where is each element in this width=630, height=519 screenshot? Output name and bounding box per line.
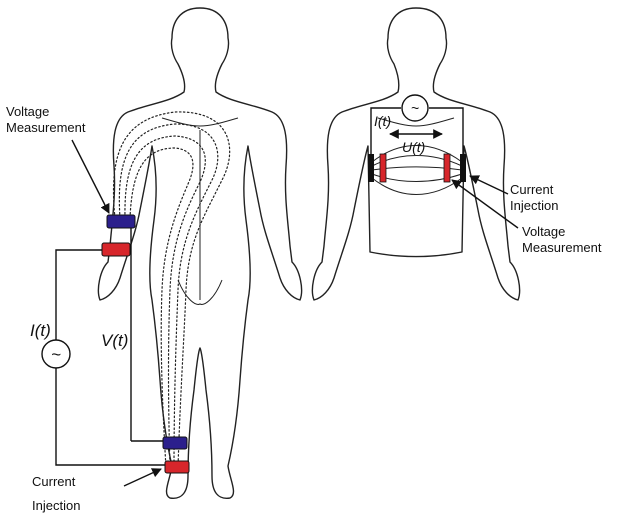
left-current-label-line1: Current — [32, 474, 76, 489]
left-current-label-line2: Injection — [32, 498, 80, 513]
left-thorax-current-electrode — [368, 154, 374, 182]
right-current-symbol: I(t) — [374, 113, 391, 129]
left-source-symbol: ~ — [51, 345, 61, 364]
right-voltage-label-line1: Voltage — [522, 224, 565, 239]
right-voltage-label: Voltage Measurement — [522, 224, 602, 255]
left-thorax-voltage-electrode — [380, 154, 386, 182]
left-voltage-label-line1: Voltage — [6, 104, 49, 119]
left-voltage-label: Voltage Measurement — [6, 104, 86, 135]
right-current-label: Current Injection — [510, 182, 558, 213]
left-voltage-label-line2: Measurement — [6, 120, 86, 135]
wrist-voltage-electrode — [107, 215, 135, 228]
left-voltage-symbol: V(t) — [101, 331, 128, 350]
right-thorax-current-electrode — [460, 154, 466, 182]
right-current-label-line2: Injection — [510, 198, 558, 213]
right-voltage-label-line2: Measurement — [522, 240, 602, 255]
right-thorax-voltage-electrode — [444, 154, 450, 182]
left-current-label: Current Injection — [32, 474, 80, 513]
left-voltage-arrow — [72, 140, 109, 213]
left-current-symbol: I(t) — [30, 321, 51, 340]
ankle-voltage-electrode — [163, 437, 187, 449]
right-source-symbol: ~ — [411, 100, 419, 116]
wrist-current-electrode — [102, 243, 130, 256]
right-current-label-line1: Current — [510, 182, 554, 197]
right-voltage-symbol: U(t) — [402, 139, 425, 155]
ankle-current-electrode — [165, 461, 189, 473]
left-current-arrow — [124, 469, 161, 486]
